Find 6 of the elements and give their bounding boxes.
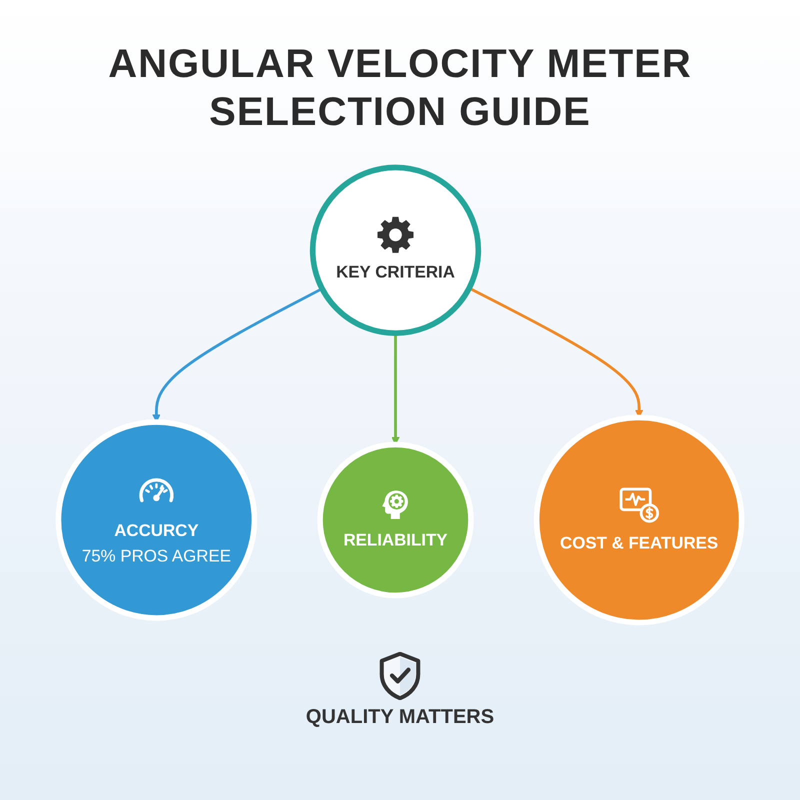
node-circle: ACCURCY 75% PROS AGREE	[56, 419, 258, 621]
node-circle: RELIABILITY	[317, 442, 474, 598]
node-circle: KEY CRITERIA	[310, 164, 482, 336]
label-text: QUALITY MATTERS	[306, 706, 494, 729]
node-circle: COST & FEATURES	[534, 414, 744, 626]
title: ANGULAR VELOCITY METER SELECTION GUIDE	[107, 41, 693, 136]
